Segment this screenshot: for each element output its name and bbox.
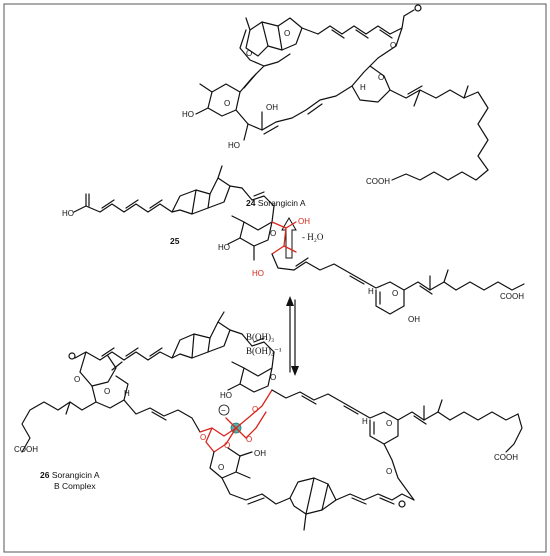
ho-label-red: HO xyxy=(252,269,264,278)
ho-label: HO xyxy=(218,243,230,252)
o-label-red: O xyxy=(200,433,206,442)
frame-border xyxy=(3,3,547,553)
h-label: H xyxy=(124,389,130,398)
o-label: O xyxy=(104,387,110,396)
o-label: O xyxy=(74,375,80,384)
cooh-label: COOH xyxy=(14,445,38,454)
compound-24-name: Sorangicin A xyxy=(258,198,306,208)
o-label: O xyxy=(284,29,290,38)
o-label: O xyxy=(246,49,252,58)
compound-24-caption: 24 Sorangicin A xyxy=(246,198,306,208)
step-bottom-line1: B(OH)₃ xyxy=(246,332,274,342)
o-label: O xyxy=(378,73,384,82)
oh-label: OH xyxy=(266,103,278,112)
o-label-red: O xyxy=(252,405,258,414)
oh-label: OH xyxy=(254,449,266,458)
o-label-red: O xyxy=(224,441,230,450)
o-label: O xyxy=(270,229,276,238)
ho-label: HO xyxy=(220,391,232,400)
compound-26-caption-line2: B Complex xyxy=(54,481,96,491)
compound-24-number: 24 xyxy=(246,198,256,208)
h-label: H xyxy=(368,287,374,296)
structure-25: HO O HO OH HO O H OH COOH 25 xyxy=(62,165,525,324)
structure-26: O O HO O H COOH − O O O O xyxy=(14,311,523,531)
o-label: O xyxy=(386,419,392,428)
o-label-red: O xyxy=(246,435,252,444)
h-label: H xyxy=(360,83,366,92)
o-label: O xyxy=(218,463,224,472)
ho-label: HO xyxy=(62,209,74,218)
h-label: H xyxy=(362,417,368,426)
cooh-label: COOH xyxy=(366,177,390,186)
step-bottom-line2: B(OH)₄⁻¹ xyxy=(246,346,282,356)
compound-25-number: 25 xyxy=(170,236,180,246)
o-label: O xyxy=(386,467,392,476)
oh-label: OH xyxy=(408,315,420,324)
o-label: O xyxy=(224,99,230,108)
ho-label: HO xyxy=(182,110,194,119)
compound-26-name: Sorangicin A xyxy=(52,470,100,480)
compound-26-caption-line1: 26 Sorangicin A xyxy=(40,470,100,480)
arrow-equilibrium: B(OH)₃ B(OH)₄⁻¹ xyxy=(246,296,299,376)
cooh-label: COOH xyxy=(500,292,524,301)
o-label: O xyxy=(390,41,396,50)
minus-label: − xyxy=(221,406,226,415)
structure-24: O O O O O H HO OH HO COOH 24 Sorangicin … xyxy=(182,4,489,208)
charge-circle xyxy=(218,404,230,416)
o-label: O xyxy=(392,289,398,298)
compound-26-number: 26 xyxy=(40,470,50,480)
ho-label: HO xyxy=(228,141,240,150)
o-label: O xyxy=(270,373,276,382)
cooh-label: COOH xyxy=(494,453,518,462)
step-top-label: - H₂O xyxy=(302,232,324,242)
oh-label-red: OH xyxy=(298,217,310,226)
